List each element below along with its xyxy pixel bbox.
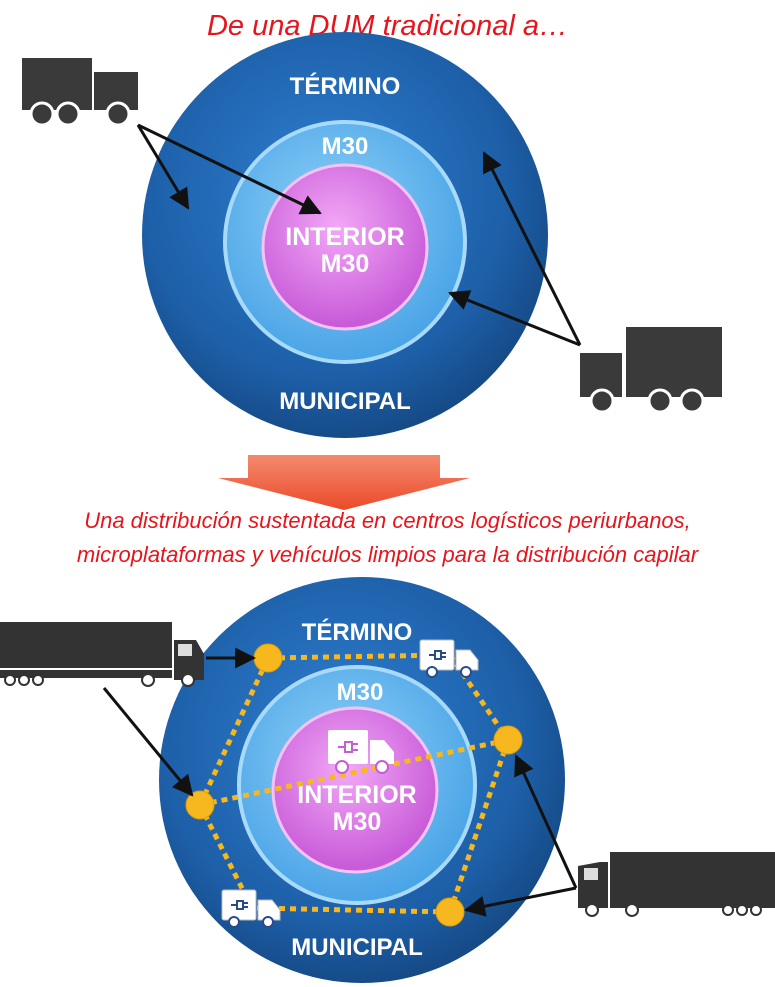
top-left-truck-icon [22,58,138,127]
subtitle-line-2: microplataformas y vehículos limpios par… [76,542,699,567]
dotted-distribution-network [197,652,511,915]
hub-node [493,725,523,755]
bottom-arrow-lorry-to-bottom-hub [463,886,577,917]
top-right-truck-icon [580,327,722,414]
top-arrow-truck-to-outer-right [482,151,582,346]
bottom-label-termino: TÉRMINO [302,618,413,646]
subtitle-line-1: Una distribución sustentada en centros l… [84,508,691,533]
logistics-hubs [185,643,523,927]
bottom-label-interior-m30: M30 [333,808,382,836]
bottom-inner-core-interior-m30 [271,706,439,874]
hub-node [253,643,283,673]
top-label-interior: INTERIOR [285,223,404,251]
right-lorry-icon [578,852,775,917]
down-arrow-icon [218,455,470,510]
hub-node [185,790,215,820]
electric-van-icon [328,730,394,774]
top-arrow-truck-to-m30 [448,290,581,347]
bottom-label-interior: INTERIOR [297,781,416,809]
top-arrow-truck-to-interior [137,123,322,215]
top-arrow-truck-to-outer [136,124,190,210]
top-label-municipal: MUNICIPAL [279,388,411,415]
bottom-arrow-lorry-to-left-hub [102,687,194,797]
bottom-flow-arrows [102,647,578,917]
bottom-zone-diagram: TÉRMINO MUNICIPAL M30 INTERIOR M30 [159,577,565,983]
bottom-arrow-lorry-to-right-hub [514,754,578,889]
bottom-label-m30: M30 [337,679,384,706]
top-label-interior-m30: M30 [321,250,370,278]
left-lorry-icon [0,622,204,687]
top-zone-diagram: TÉRMINO MUNICIPAL M30 INTERIOR M30 [142,32,548,438]
hub-node [435,897,465,927]
top-flow-arrows [136,123,582,347]
bottom-label-municipal: MUNICIPAL [291,934,423,961]
top-label-termino: TÉRMINO [290,72,401,100]
top-label-m30: M30 [322,133,369,160]
